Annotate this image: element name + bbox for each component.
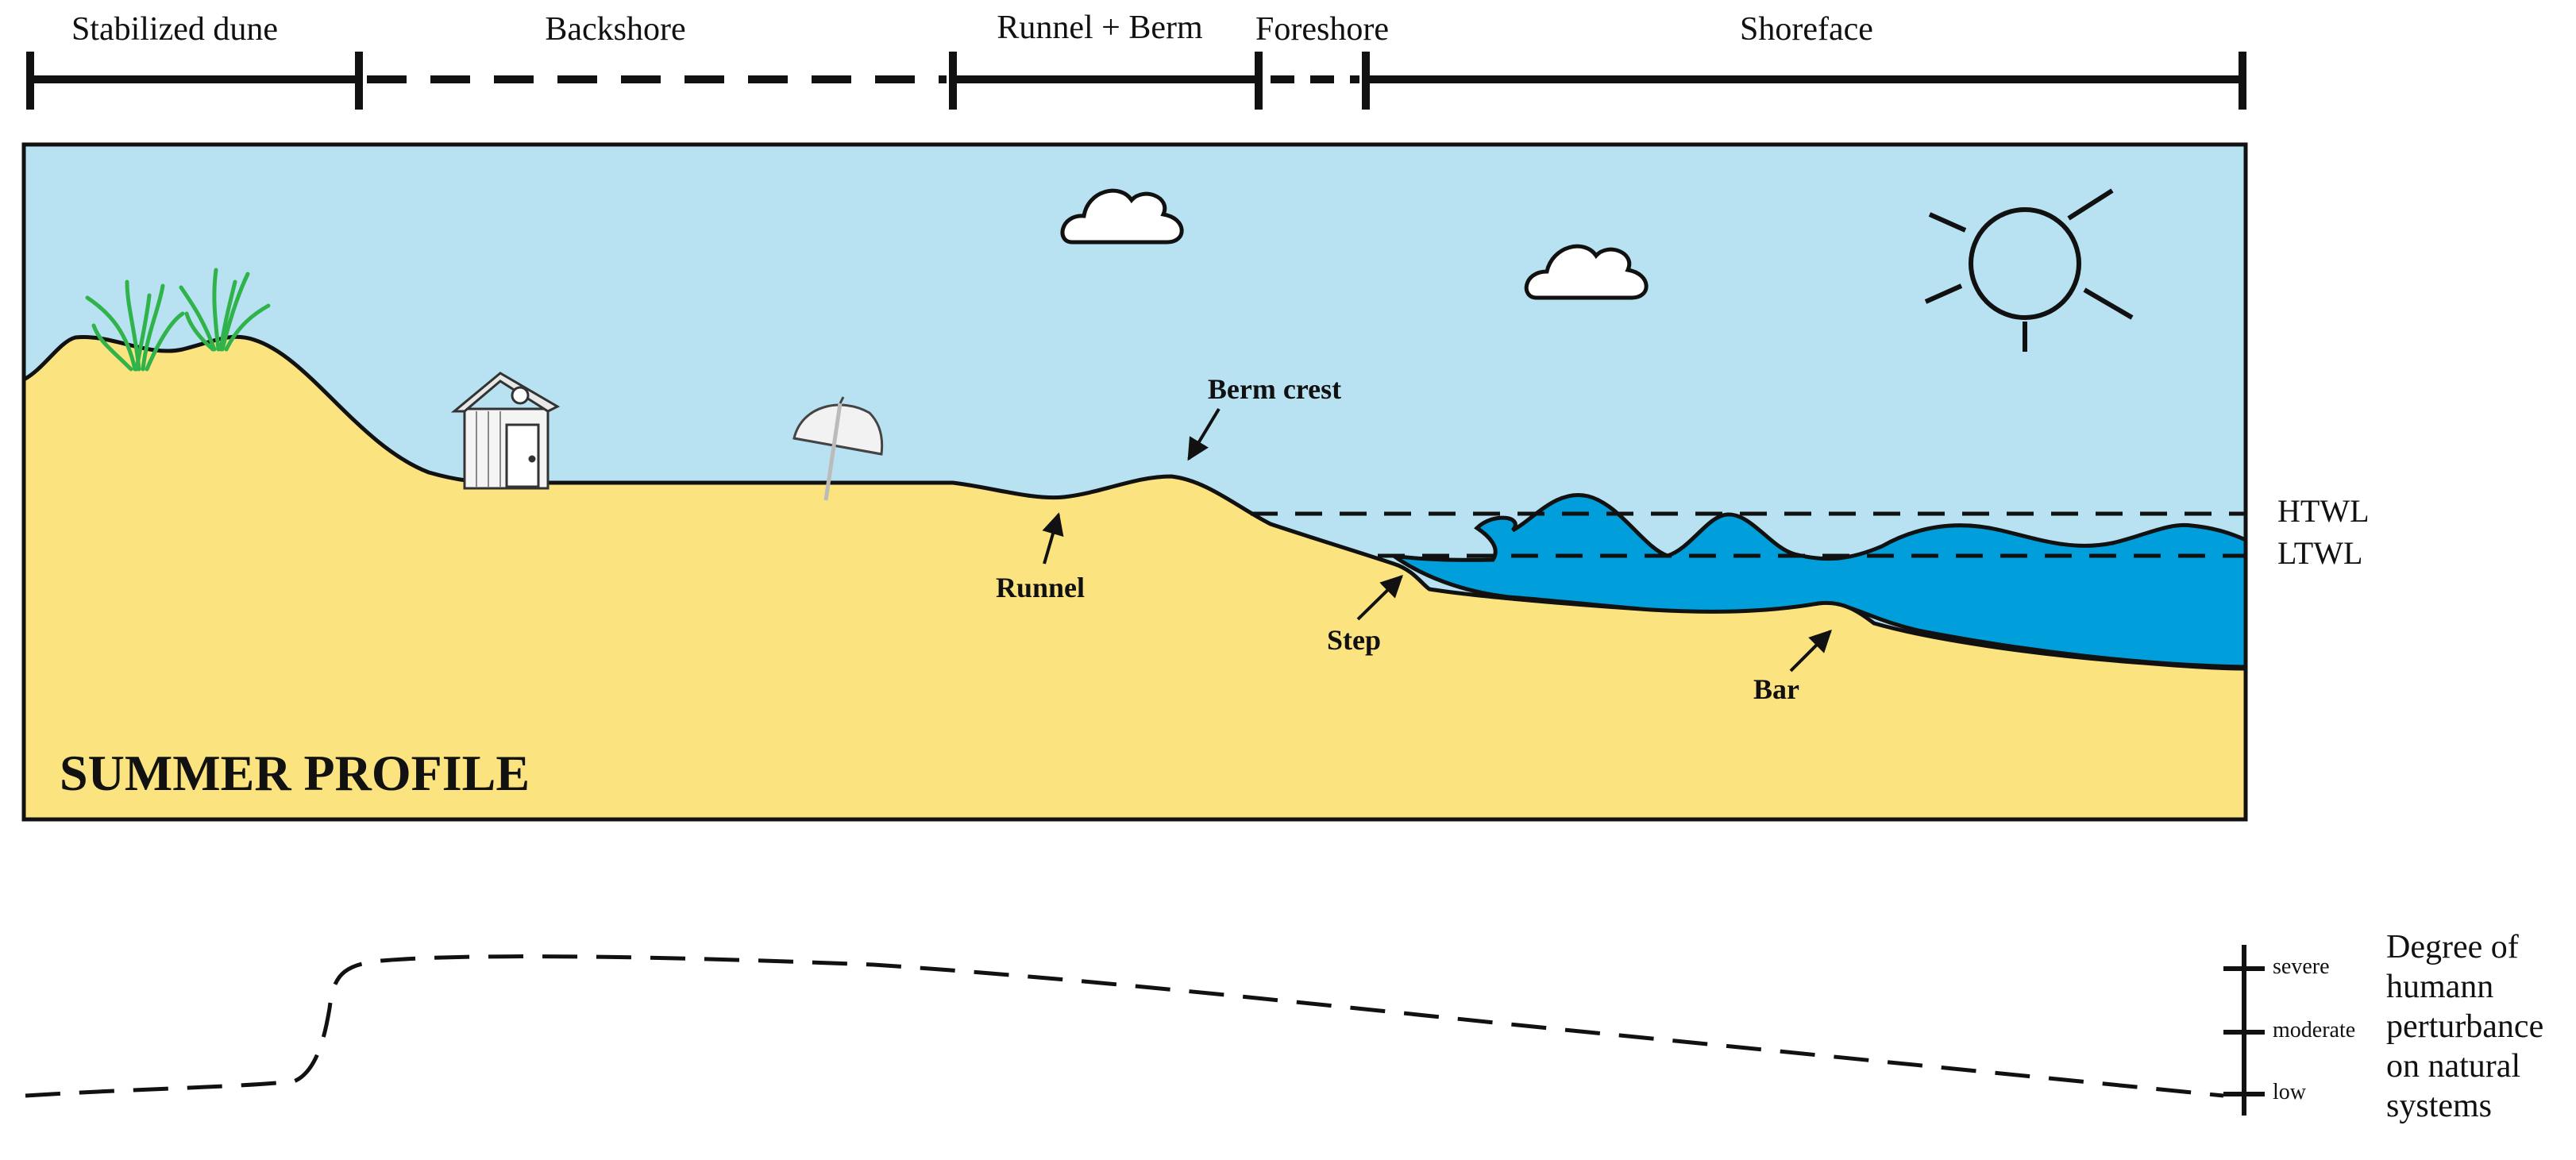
umbrella-icon bbox=[792, 396, 884, 501]
arrow-runnel bbox=[1042, 512, 1064, 565]
label-ltwl: LTWL bbox=[2277, 535, 2362, 571]
zone-label-stabilized-dune: Stabilized dune bbox=[71, 11, 278, 48]
zone-bar-ticks bbox=[26, 52, 2246, 110]
beach-hut-icon bbox=[450, 372, 561, 490]
cloud-icon bbox=[1060, 188, 1184, 245]
label-bar: Bar bbox=[1753, 673, 1799, 705]
label-step: Step bbox=[1327, 624, 1381, 656]
panel-border bbox=[21, 142, 2248, 822]
arrow-berm-crest bbox=[1187, 407, 1221, 461]
zone-label-runnel-berm: Runnel + Berm bbox=[997, 10, 1203, 46]
caption-line-1: Degree of bbox=[2386, 929, 2519, 965]
perturbance-caption: Degree of humann perturbance on natural … bbox=[2386, 929, 2543, 1124]
perturbance-curve bbox=[25, 954, 2224, 1098]
zone-label-shoreface: Shoreface bbox=[1740, 11, 1873, 48]
perturbance-scale bbox=[2223, 945, 2265, 1116]
scale-label-low: low bbox=[2273, 1080, 2307, 1104]
zone-label-foreshore: Foreshore bbox=[1255, 11, 1389, 48]
label-runnel: Runnel bbox=[996, 572, 1085, 603]
caption-line-3: perturbance bbox=[2386, 1008, 2543, 1045]
sun-icon bbox=[1924, 188, 2134, 352]
scale-label-moderate: moderate bbox=[2273, 1018, 2355, 1042]
dune-grass-icon bbox=[85, 268, 271, 372]
caption-line-2: humann bbox=[2386, 969, 2493, 1005]
arrow-step bbox=[1356, 575, 1403, 621]
label-berm-crest: Berm crest bbox=[1208, 373, 1341, 405]
label-htwl: HTWL bbox=[2277, 493, 2370, 529]
zone-bar: Stabilized dune Backshore Runnel + Berm … bbox=[26, 10, 2246, 110]
caption-line-5: systems bbox=[2386, 1088, 2492, 1124]
profile-title: SUMMER PROFILE bbox=[60, 745, 530, 801]
arrow-bar bbox=[1789, 630, 1832, 672]
caption-line-4: on natural bbox=[2386, 1048, 2520, 1085]
scale-label-severe: severe bbox=[2273, 954, 2330, 979]
profile-panel: Berm crest Runnel Step Bar SUMMER PROFIL… bbox=[21, 142, 2248, 822]
cloud-icon bbox=[1524, 244, 1649, 300]
zone-label-backshore: Backshore bbox=[545, 11, 685, 48]
sand-profile bbox=[21, 334, 2248, 822]
